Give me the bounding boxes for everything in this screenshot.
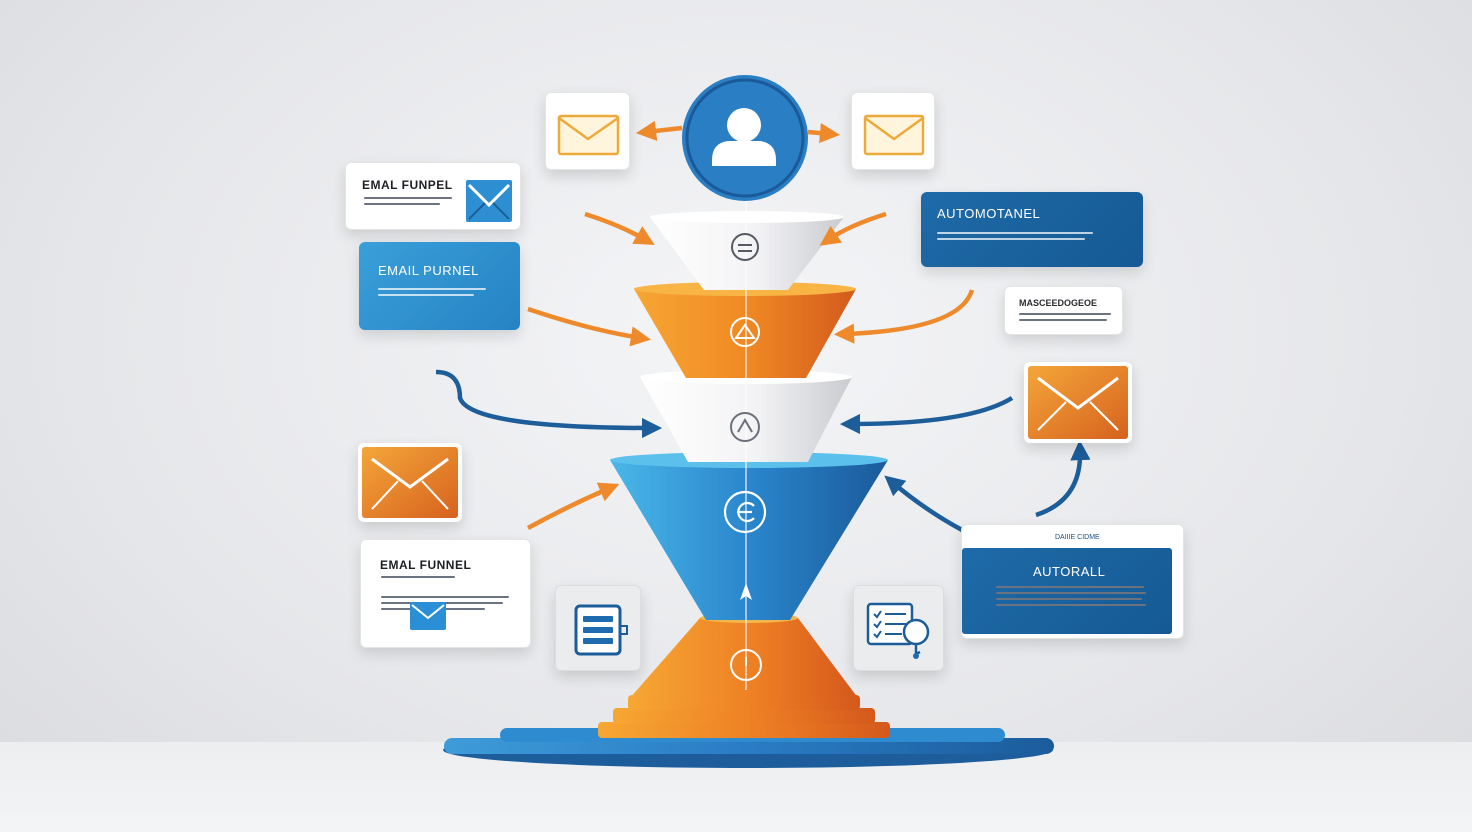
envelope-tile-top-right <box>851 92 935 170</box>
card-text-lines-2 <box>381 596 513 614</box>
arrow-out-left <box>635 120 683 141</box>
tier-white-1-icon <box>731 233 759 261</box>
funnel-tier-blue <box>610 460 888 620</box>
arrow-in-mid-left <box>527 306 652 347</box>
checklist-tile <box>853 585 944 671</box>
arrow-in-blue-right <box>839 396 1014 435</box>
tier-blue-arrow-icon <box>740 583 752 600</box>
card-text-lines <box>1019 313 1113 325</box>
card-email-funnel-top-left: EMAL FUNPEL <box>345 162 521 230</box>
arrow-in-top-right <box>819 211 887 246</box>
checklist-icon <box>866 602 930 659</box>
arrow-in-lower-left <box>526 482 620 530</box>
envelope-icon <box>863 114 925 156</box>
arrow-in-blue-left <box>435 369 663 439</box>
arrow-in-mid-right <box>833 289 975 344</box>
card-mid-right: MASCEEDOGEOE <box>1004 286 1123 335</box>
arrow-up-right <box>1035 439 1091 518</box>
envelope-icon <box>557 114 620 156</box>
envelope-tile-lower-left <box>358 443 462 522</box>
tier-white-2-icon <box>730 412 760 442</box>
card-email-funnel-bottom-left: EMAL FUNNEL <box>360 539 531 648</box>
envelope-icon <box>1028 366 1128 439</box>
tier-blue-icon <box>723 490 767 534</box>
base-step-2 <box>613 708 875 724</box>
envelope-tile-right <box>1024 362 1132 443</box>
base-step-3 <box>598 722 890 738</box>
envelope-icon <box>362 447 458 518</box>
card-header-label: DAIIIE CIDME <box>1055 534 1100 541</box>
card-automation-top-right: AUTOMOTANEL <box>921 192 1143 267</box>
funnel-tier-white-1 <box>650 217 844 290</box>
envelope-icon <box>410 602 446 630</box>
card-title: AUTOMOTANEL <box>937 206 1041 221</box>
card-text-lines <box>996 586 1146 610</box>
document-list-icon <box>574 604 628 656</box>
card-title: EMAL FUNPEL <box>362 178 453 192</box>
card-title: EMAIL PURNEL <box>378 263 479 278</box>
envelope-icon <box>466 180 512 222</box>
card-text-lines <box>937 232 1097 244</box>
user-avatar <box>682 75 808 201</box>
envelope-tile-top-left <box>545 92 630 170</box>
funnel-tier-white-1-rim <box>650 211 844 223</box>
base-clock-icon <box>730 649 762 681</box>
base-cone <box>630 618 858 698</box>
card-email-funnel-mid-left: EMAIL PURNEL <box>359 242 520 330</box>
card-text-lines <box>381 576 461 582</box>
arrow-in-top-left <box>584 211 655 246</box>
base-step-1 <box>628 695 860 710</box>
card-title: AUTORALL <box>1033 564 1106 579</box>
document-tile <box>555 585 641 671</box>
card-title: MASCEEDOGEOE <box>1019 298 1098 308</box>
card-inner-panel: AUTORALL <box>962 548 1172 634</box>
funnel-tier-orange <box>634 289 856 378</box>
card-text-lines <box>364 197 452 209</box>
card-automation-bottom-right: DAIIIE CIDME AUTORALL <box>961 524 1184 639</box>
arrow-out-right <box>807 122 841 144</box>
tier-orange-icon <box>730 317 760 347</box>
card-text-lines <box>378 288 488 300</box>
card-title: EMAL FUNNEL <box>380 558 472 572</box>
arrow-in-lower-right <box>884 475 964 532</box>
user-icon <box>712 108 776 166</box>
